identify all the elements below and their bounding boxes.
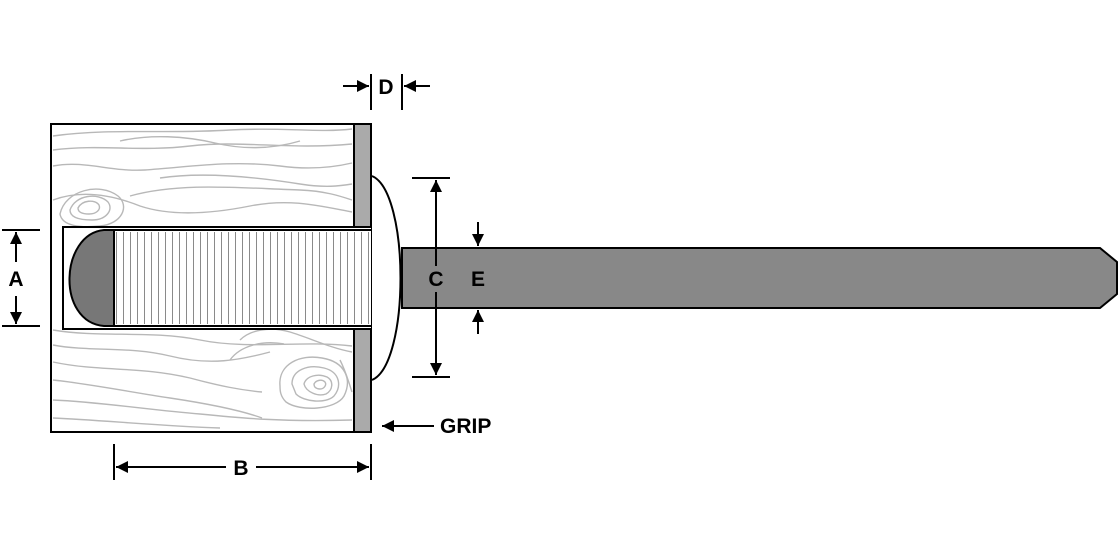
label-e: E — [471, 268, 485, 291]
dimension-c — [412, 177, 450, 378]
label-d: D — [378, 76, 393, 99]
dimension-b — [113, 444, 372, 480]
wood-grain — [52, 128, 353, 429]
mandrel-head — [68, 229, 115, 327]
label-grip: GRIP — [440, 415, 491, 438]
dimension-d — [343, 74, 430, 110]
rivet-body — [113, 229, 373, 327]
label-a: A — [8, 268, 23, 291]
rivet-flange — [371, 175, 402, 381]
dimension-a — [2, 229, 40, 327]
mandrel-shank — [401, 247, 1118, 309]
label-c: C — [428, 268, 443, 291]
label-b: B — [233, 457, 248, 480]
